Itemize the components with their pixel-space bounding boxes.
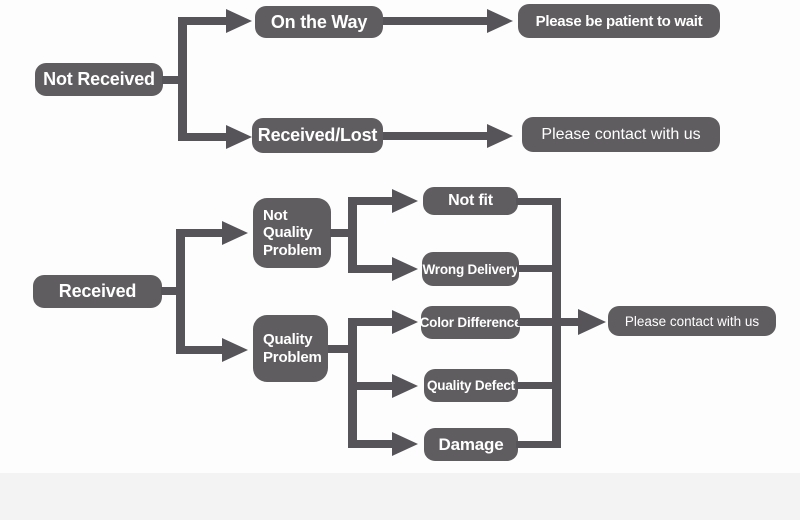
node-contact-us-top: Please contact with us: [522, 117, 720, 152]
connector-to-wrong-delivery: [348, 265, 392, 273]
arrowhead-to-on-the-way: [226, 9, 252, 33]
node-not-fit: Not fit: [423, 187, 518, 215]
arrowhead-to-wait: [487, 9, 513, 33]
bottom-band: [0, 473, 800, 520]
connector-received-lost-to-contact: [383, 132, 487, 140]
arrowhead-to-quality-problem: [222, 338, 248, 362]
connector-to-not-quality-problem: [176, 229, 222, 237]
connector-quality-defect-collector: [516, 382, 556, 389]
node-on-the-way: On the Way: [255, 6, 383, 38]
node-received: Received: [33, 275, 162, 308]
connector-to-on-the-way: [178, 17, 226, 25]
connector-to-received-lost: [178, 133, 226, 141]
node-contact-us-bottom: Please contact with us: [608, 306, 776, 336]
node-color-difference: Color Difference: [420, 306, 522, 339]
connector-not-received-stub: [162, 76, 179, 84]
connector-not-fit-collector: [516, 198, 556, 205]
node-damage: Damage: [424, 428, 518, 461]
connector-to-quality-problem: [176, 346, 222, 354]
arrowhead-to-not-fit: [392, 189, 418, 213]
connector-to-quality-defect: [348, 382, 392, 390]
arrowhead-to-color-difference: [392, 310, 418, 334]
connector-received-stub: [161, 287, 178, 295]
connector-nqp-branch: [348, 197, 357, 273]
connector-wrong-delivery-collector: [517, 265, 556, 272]
connector-on-the-way-to-wait: [383, 17, 487, 25]
connector-qp-stub: [328, 345, 352, 353]
connector-nqp-stub: [330, 229, 352, 237]
connector-to-damage: [348, 440, 392, 448]
connector-received-branch: [176, 229, 185, 354]
arrowhead-to-not-quality-problem: [222, 221, 248, 245]
connector-to-color-difference: [348, 318, 392, 326]
node-quality-problem: Quality Problem: [253, 315, 328, 382]
arrowhead-to-quality-defect: [392, 374, 418, 398]
connector-to-not-fit: [348, 197, 392, 205]
connector-not-received-branch: [178, 17, 187, 141]
arrowhead-to-received-lost: [226, 125, 252, 149]
connector-damage-collector: [516, 441, 556, 448]
arrowhead-to-damage: [392, 432, 418, 456]
arrowhead-to-wrong-delivery: [392, 257, 418, 281]
node-wrong-delivery: Wrong Delivery: [422, 252, 519, 286]
connector-collector-to-contact: [518, 318, 578, 326]
node-received-lost: Received/Lost: [252, 118, 383, 153]
node-quality-defect: Quality Defect: [424, 369, 518, 402]
node-not-quality-problem: Not Quality Problem: [253, 198, 331, 268]
node-not-received: Not Received: [35, 63, 163, 96]
arrowhead-to-contact-top: [487, 124, 513, 148]
arrowhead-to-contact-bottom: [578, 309, 606, 335]
node-be-patient: Please be patient to wait: [518, 4, 720, 38]
